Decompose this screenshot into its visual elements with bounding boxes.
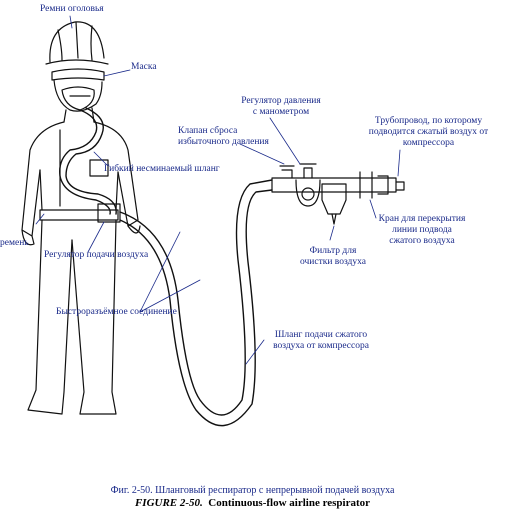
caption-title: Continuous-flow airline respirator [208,497,371,509]
label-relief-valve-line1: Клапан сброса [178,126,238,136]
label-pipeline-line2: подводится сжатый воздух от [368,127,489,137]
caption-figure-number: FIGURE 2-50. [134,497,203,509]
label-shutoff-line3: сжатого воздуха [389,236,455,246]
label-head-strap: Ремни оголовья [40,4,104,14]
worker-figure [21,21,141,415]
label-relief-valve: Клапан сброса избыточного давления [178,126,269,148]
label-shutoff-line2: линии подвода [392,225,452,235]
label-pressure-regulator-line1: Регулятор давления [241,96,321,106]
label-supply-hose-line1: Шланг подачи сжатого [274,330,368,340]
regulator-assembly [271,163,405,225]
label-pipeline-line3: компрессора [402,138,455,148]
label-supply-hose-line2: воздуха от компрессора [273,341,369,351]
label-flow-regulator: Регулятор подачи воздуха [44,250,149,260]
label-pressure-regulator-line2: с манометром [252,107,310,117]
label-pressure-regulator: Регулятор давления с манометром [226,96,336,118]
label-supply-hose: Шланг подачи сжатого воздуха от компресс… [256,330,386,352]
caption-russian: Фиг. 2-50. Шланговый респиратор с непрер… [110,485,395,496]
label-shutoff-line1: Кран для перекрытия [378,214,466,224]
label-pipeline: Трубопровод, по которому подводится сжат… [356,116,501,149]
label-filter-line1: Фильтр для [309,246,357,256]
label-pipeline-line1: Трубопровод, по которому [374,116,483,126]
label-filter-line2: очистки воздуха [300,257,366,267]
label-flexible-hose: Гибкий несминаемый шланг [104,164,220,174]
label-belt: ремень [0,238,29,248]
label-relief-valve-line2: избыточного давления [178,137,269,147]
label-quick-disconnect: Быстроразъёмное соединение [56,307,177,317]
caption-english: FIGURE 2-50. Continuous-flow airline res… [0,497,505,509]
label-mask: Маска [131,62,157,72]
label-shutoff-valve: Кран для перекрытия линии подвода сжатог… [372,214,472,247]
supply-hose [119,179,273,427]
label-filter: Фильтр для очистки воздуха [288,246,378,268]
callout-lines [35,15,401,365]
